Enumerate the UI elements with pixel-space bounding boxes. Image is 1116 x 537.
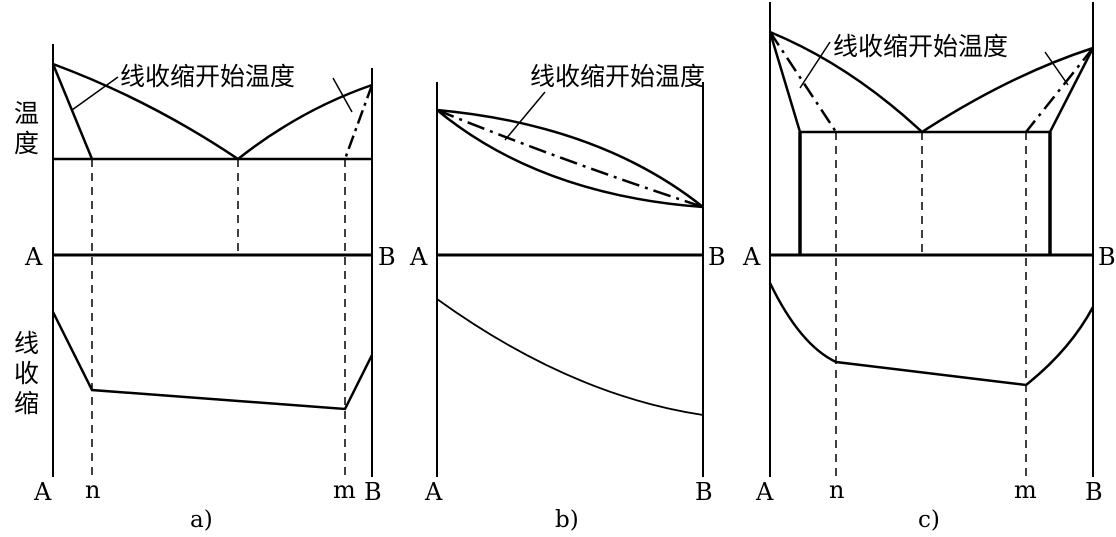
panel-c-bottom-A: A — [755, 478, 774, 506]
panel-a-bottom-B: B — [364, 478, 382, 506]
panel-c-shrinkage-curve — [768, 282, 1095, 387]
temperature-axis-label: 温 度 — [14, 99, 39, 158]
panel-b-leader — [504, 91, 546, 141]
panel-c-caption: c) — [918, 507, 940, 533]
panel-c-annotation: 线收缩开始温度 — [833, 32, 1008, 61]
panel-b-shrinkage-curve — [436, 298, 704, 416]
panel-a-shrinkage-curve — [51, 311, 374, 411]
panel-c-marker-m: m — [1014, 476, 1037, 504]
panel-a-marker-n: n — [85, 476, 100, 504]
panel-b-bottom-B: B — [695, 478, 713, 506]
panel-c-leader-right — [1044, 51, 1069, 86]
panel-b-shrink-start — [436, 108, 704, 209]
panel-a-bottom-A: A — [33, 478, 52, 506]
panel-c-solidus-right — [1048, 47, 1095, 133]
panel-c-shrink-start-left — [768, 31, 838, 133]
panel-c-shrink-start-right — [1025, 47, 1094, 133]
panel-b-liquidus — [436, 108, 704, 208]
panel-c-bottom-B: B — [1085, 478, 1103, 506]
panel-b-label-A: A — [409, 243, 428, 271]
panel-b — [436, 82, 704, 477]
panel-a-label-B: B — [378, 243, 396, 271]
temperature-char-2: 度 — [14, 129, 39, 158]
panel-a-leader-left — [71, 76, 119, 111]
panel-c-marker-n: n — [829, 476, 844, 504]
panel-a-annotation: 线收缩开始温度 — [120, 62, 295, 91]
panel-a-solidus-left — [51, 63, 94, 160]
panel-b-label-B: B — [708, 243, 726, 271]
panel-c-label-B: B — [1098, 243, 1116, 271]
panel-c-liquidus-left — [769, 30, 923, 133]
temperature-char-1: 温 — [14, 99, 39, 128]
panel-c-liquidus-right — [921, 46, 1094, 134]
panel-a-caption: a) — [190, 507, 213, 533]
panel-b-bottom-A: A — [424, 478, 443, 506]
shrinkage-char-2: 收 — [14, 359, 39, 388]
panel-a-label-A: A — [24, 243, 43, 271]
panel-a-leader-right — [332, 77, 353, 113]
panel-a — [51, 44, 374, 477]
panel-a-liquidus-right — [237, 83, 373, 160]
panel-c — [768, 2, 1095, 477]
panel-a-marker-m: m — [333, 476, 356, 504]
panel-c-leader-left — [799, 41, 831, 89]
shrinkage-char-3: 缩 — [14, 389, 39, 418]
panel-b-annotation: 线收缩开始温度 — [530, 62, 705, 91]
panel-b-caption: b) — [555, 507, 579, 533]
panel-a-liquidus-left — [52, 62, 239, 161]
panel-b-solidus — [436, 109, 704, 209]
shrinkage-char-1: 线 — [14, 329, 39, 358]
panel-a-shrink-start-right — [343, 84, 374, 160]
shrinkage-axis-label: 线 收 缩 — [14, 329, 39, 418]
panel-c-solidus-left — [768, 31, 802, 133]
panel-c-label-A: A — [742, 243, 761, 271]
